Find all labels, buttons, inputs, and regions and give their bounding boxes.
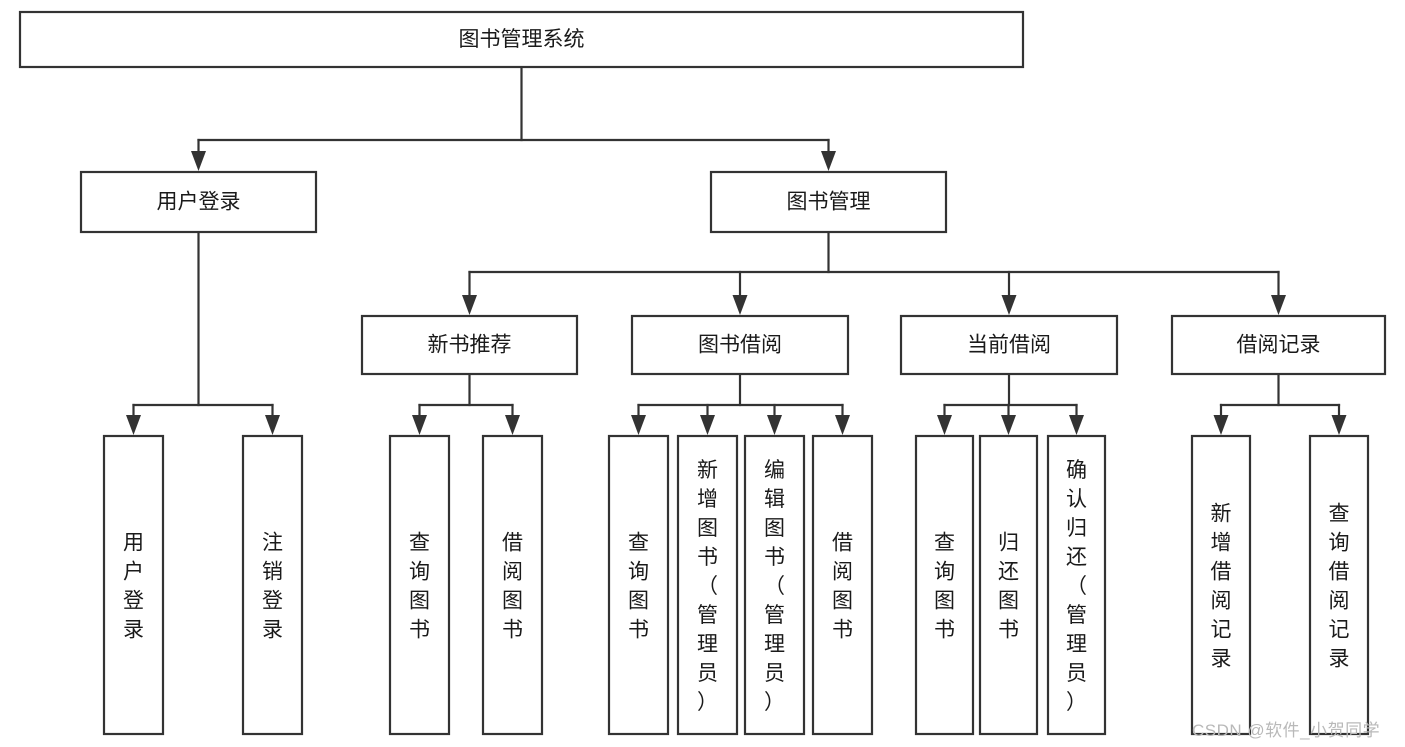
node-layer: 图书管理系统用户登录图书管理新书推荐图书借阅当前借阅借阅记录用户登录注销登录查询… (18, 10, 1387, 736)
connector-layer (126, 65, 1347, 435)
node-box-user-login (79, 170, 318, 234)
node-box-leaf-user-logout (241, 434, 304, 736)
node-label-leaf-user-login: 用户登录 (123, 532, 144, 642)
node-label-leaf-confirm-return-admin: 确认归还（管理员） (1066, 459, 1087, 714)
node-box-borrow-record (1170, 314, 1387, 376)
node-box-leaf-query-book-2 (607, 434, 670, 736)
node-leaf-query-book-1[interactable]: 查询图书 (388, 434, 451, 736)
node-box-leaf-borrow-book-2 (811, 434, 874, 736)
node-leaf-edit-book-admin[interactable]: 编辑图书（管理员） (743, 434, 806, 736)
node-box-leaf-return-book (978, 434, 1039, 736)
node-borrow-record[interactable]: 借阅记录 (1170, 314, 1387, 376)
node-label-leaf-query-book-1: 查询图书 (409, 532, 430, 642)
node-leaf-add-borrow-record[interactable]: 新增借阅记录 (1190, 434, 1252, 736)
node-box-leaf-user-login (102, 434, 165, 736)
node-box-leaf-add-borrow-record (1190, 434, 1252, 736)
arrow-head-leaf-add-book-admin (700, 415, 715, 435)
node-box-book-borrow (630, 314, 850, 376)
node-label-leaf-edit-book-admin: 编辑图书（管理员） (764, 459, 785, 714)
node-leaf-borrow-book-2[interactable]: 借阅图书 (811, 434, 874, 736)
node-label-borrow-record: 借阅记录 (1237, 334, 1321, 357)
node-label-leaf-query-book-2: 查询图书 (628, 532, 649, 642)
node-box-book-management (709, 170, 948, 234)
node-box-leaf-add-book-admin (676, 434, 739, 736)
node-leaf-query-book-3[interactable]: 查询图书 (914, 434, 975, 736)
node-leaf-confirm-return-admin[interactable]: 确认归还（管理员） (1046, 434, 1107, 736)
node-label-leaf-query-book-3: 查询图书 (934, 532, 955, 642)
node-box-leaf-query-book-3 (914, 434, 975, 736)
arrow-head-leaf-add-borrow-record (1213, 415, 1229, 435)
node-box-leaf-query-book-1 (388, 434, 451, 736)
node-user-login[interactable]: 用户登录 (79, 170, 318, 234)
node-box-leaf-edit-book-admin (743, 434, 806, 736)
node-label-user-login: 用户登录 (157, 191, 241, 214)
node-label-leaf-add-book-admin: 新增图书（管理员） (697, 459, 718, 714)
node-leaf-user-logout[interactable]: 注销登录 (241, 434, 304, 736)
arrow-head-book-management (821, 151, 836, 171)
node-box-current-borrow (899, 314, 1119, 376)
arrow-head-leaf-user-login (126, 415, 141, 435)
node-label-book-management: 图书管理 (787, 191, 871, 214)
node-label-leaf-query-borrow-record: 查询借阅记录 (1329, 503, 1350, 671)
arrow-head-leaf-query-book-3 (937, 415, 952, 435)
node-label-leaf-return-book: 归还图书 (998, 532, 1019, 642)
node-label-new-book-recommend: 新书推荐 (428, 334, 512, 357)
node-new-book-recommend[interactable]: 新书推荐 (360, 314, 579, 376)
node-box-root (18, 10, 1025, 69)
node-book-borrow[interactable]: 图书借阅 (630, 314, 850, 376)
node-leaf-query-book-2[interactable]: 查询图书 (607, 434, 670, 736)
node-leaf-return-book[interactable]: 归还图书 (978, 434, 1039, 736)
node-label-leaf-borrow-book-2: 借阅图书 (832, 532, 853, 642)
arrow-head-borrow-record (1271, 295, 1286, 315)
node-leaf-borrow-book-1[interactable]: 借阅图书 (481, 434, 544, 736)
arrow-head-new-book-recommend (462, 295, 477, 315)
arrow-head-book-borrow (732, 295, 748, 315)
arrow-head-leaf-query-book-1 (412, 415, 427, 435)
arrow-head-leaf-return-book (1001, 415, 1016, 435)
node-label-leaf-user-logout: 注销登录 (262, 532, 283, 642)
node-label-root: 图书管理系统 (459, 28, 585, 51)
arrow-head-leaf-user-logout (265, 415, 280, 435)
node-box-leaf-query-borrow-record (1308, 434, 1370, 736)
arrow-head-user-login (191, 151, 206, 171)
node-current-borrow[interactable]: 当前借阅 (899, 314, 1119, 376)
arrow-head-leaf-borrow-book-2 (835, 415, 850, 435)
node-book-management[interactable]: 图书管理 (709, 170, 948, 234)
arrow-head-leaf-query-book-2 (631, 415, 646, 435)
node-root[interactable]: 图书管理系统 (18, 10, 1025, 69)
arrow-head-leaf-query-borrow-record (1331, 415, 1347, 435)
node-leaf-query-borrow-record[interactable]: 查询借阅记录 (1308, 434, 1370, 736)
arrow-head-leaf-borrow-book-1 (505, 415, 520, 435)
node-box-leaf-confirm-return-admin (1046, 434, 1107, 736)
node-leaf-user-login[interactable]: 用户登录 (102, 434, 165, 736)
node-box-new-book-recommend (360, 314, 579, 376)
arrow-head-leaf-confirm-return-admin (1069, 415, 1084, 435)
arrow-head-current-borrow (1001, 295, 1017, 315)
node-label-leaf-add-borrow-record: 新增借阅记录 (1211, 503, 1232, 671)
node-label-book-borrow: 图书借阅 (698, 334, 782, 357)
node-box-leaf-borrow-book-1 (481, 434, 544, 736)
node-label-current-borrow: 当前借阅 (967, 334, 1051, 357)
node-label-leaf-borrow-book-1: 借阅图书 (502, 532, 523, 642)
node-leaf-add-book-admin[interactable]: 新增图书（管理员） (676, 434, 739, 736)
arrow-head-leaf-edit-book-admin (767, 415, 782, 435)
